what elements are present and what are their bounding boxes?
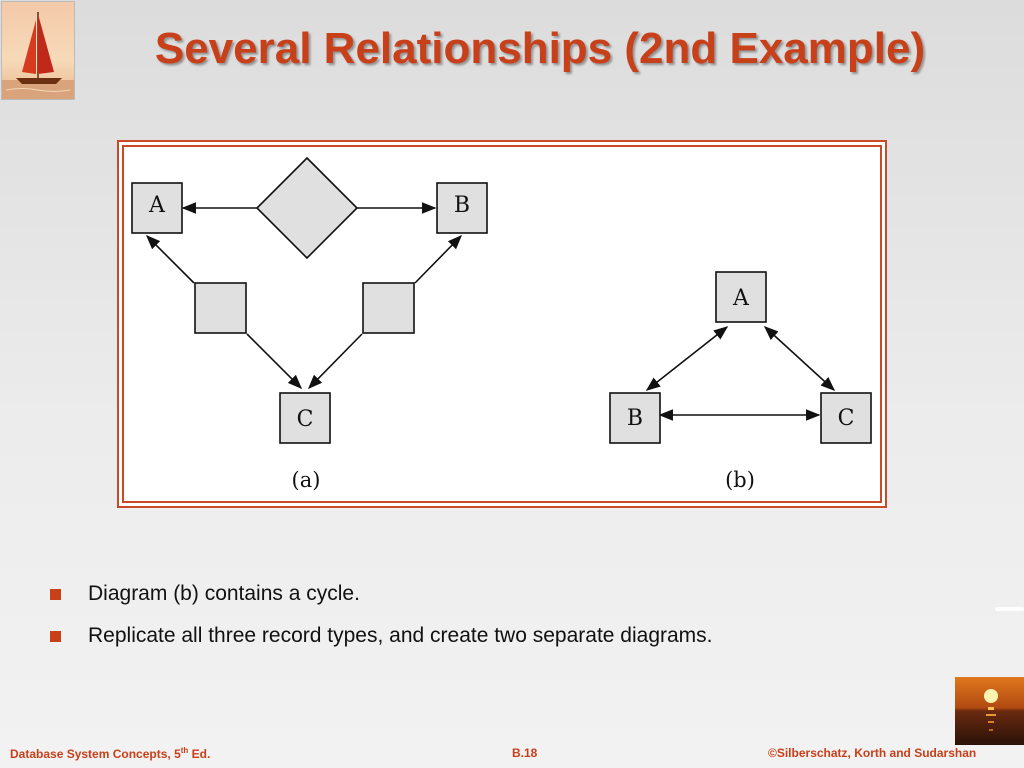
bullet-item: Diagram (b) contains a cycle.	[48, 580, 713, 622]
edge-a-b-bidirectional	[645, 326, 729, 391]
bullet-text: Replicate all three record types, and cr…	[88, 624, 713, 647]
sunset-logo	[955, 677, 1024, 745]
footer-copyright: ©Silberschatz, Korth and Sudarshan	[768, 746, 977, 760]
link-record-left	[194, 282, 247, 334]
entity-b-label-b: B	[627, 406, 643, 431]
footer-superscript: th	[180, 746, 189, 755]
figure-frame: A B C (a) A B C (b)	[117, 140, 887, 508]
entity-c-box-b	[820, 392, 872, 444]
bullet-text: Diagram (b) contains a cycle.	[88, 582, 360, 605]
diagram-b: A B C (b)	[609, 271, 872, 492]
decorative-wave	[995, 607, 1024, 611]
diagram-a: A B C (a)	[131, 156, 488, 492]
square-bullet-icon	[50, 631, 61, 642]
edge-a-c-bidirectional	[763, 326, 836, 391]
caption-a: (a)	[292, 468, 321, 492]
relationship-diamond	[255, 156, 359, 260]
entity-c-box	[279, 392, 331, 444]
edge-box2-to-b	[414, 234, 463, 284]
caption-b: (b)	[725, 468, 755, 492]
entity-a-label-b: A	[732, 286, 750, 311]
entity-b-box	[436, 182, 488, 234]
page-title: Several Relationships (2nd Example)	[154, 24, 926, 73]
entity-c-label: C	[297, 407, 314, 432]
entity-b-label: B	[454, 193, 470, 218]
bullet-item: Replicate all three record types, and cr…	[48, 622, 713, 664]
relationship-diagrams: A B C (a) A B C (b)	[131, 156, 872, 492]
edge-box2-to-c	[307, 333, 363, 390]
entity-a-box	[131, 182, 183, 234]
sailboat-icon	[2, 2, 74, 99]
entity-a-label: A	[148, 193, 166, 218]
square-bullet-icon	[50, 589, 61, 600]
entity-a-box-b	[715, 271, 767, 323]
footer-slide-number: B.18	[512, 746, 538, 760]
link-record-right	[362, 282, 415, 334]
sailboat-logo	[1, 1, 75, 100]
footer-book-title: Database System Concepts, 5th Ed.	[10, 746, 211, 761]
entity-b-box-b	[609, 392, 661, 444]
bullet-list: Diagram (b) contains a cycle. Replicate …	[48, 580, 713, 664]
edge-box1-to-c	[246, 333, 303, 390]
edge-box1-to-a	[145, 234, 195, 284]
sunset-icon	[955, 677, 1024, 745]
entity-c-label-b: C	[838, 406, 855, 431]
